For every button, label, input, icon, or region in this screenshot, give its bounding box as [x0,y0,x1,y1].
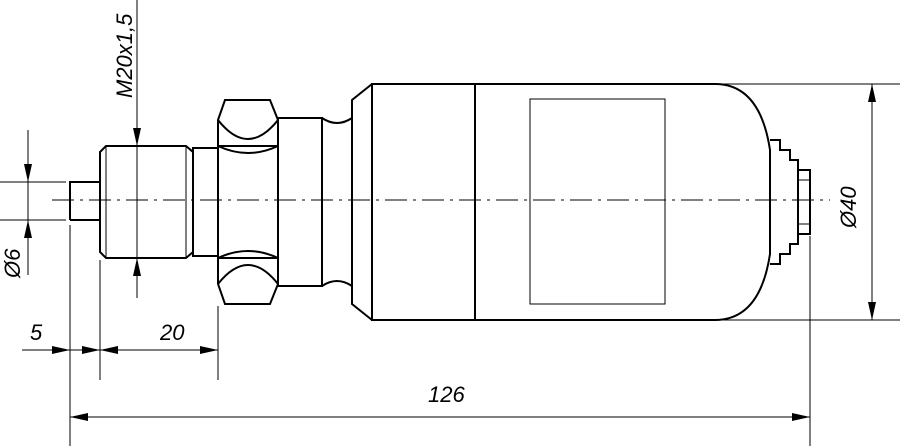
thread-neck [192,147,219,257]
dim-arrow [100,346,118,354]
thread-body [99,145,194,259]
dim-arrow [200,346,218,354]
groove-bottom [321,280,373,321]
hex-curve-bottom [217,264,279,285]
main-body [371,83,771,321]
dim-arrow [70,413,88,421]
groove-top [321,83,373,124]
dim-pin-diameter-text: Ø6 [0,248,25,279]
dim-body-diameter-text: Ø40 [836,186,861,229]
connector-cap [797,169,811,235]
hex-face-upper [217,145,279,154]
dim-arrow [133,258,141,276]
hex-face-lower [217,250,279,259]
dim-arrow [868,302,876,320]
dim-overall-length-text: 126 [428,382,465,407]
label-window [529,98,666,305]
dim-arrow [868,84,876,102]
dim-thread-length-text: 20 [159,320,185,345]
dim-arrow [792,413,810,421]
dim-arrow [52,346,70,354]
connector-end [770,139,799,265]
dim-thread-text: M20x1,5 [112,13,137,98]
dim-arrow [24,164,32,182]
dim-arrow [133,128,141,146]
dim-pin-length-text: 5 [30,320,43,345]
collar [277,117,323,287]
pin-outline [69,181,100,220]
hex-curve-top [217,119,279,140]
dim-arrow [82,346,100,354]
dim-arrow [24,220,32,238]
